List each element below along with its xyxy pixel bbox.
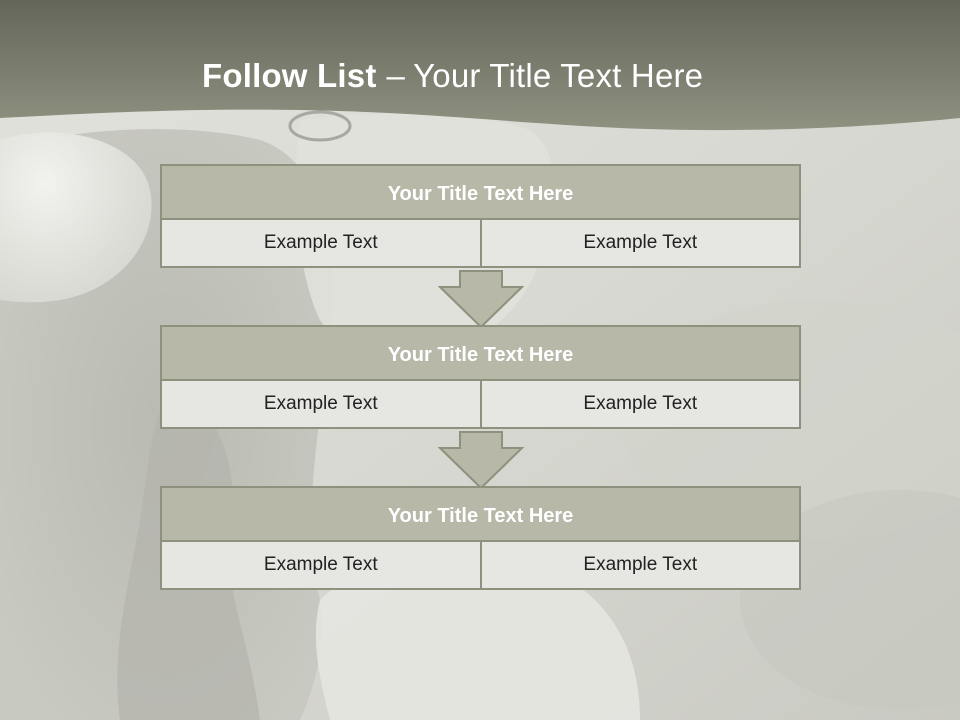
down-arrow-icon bbox=[438, 431, 524, 489]
block-cell-right[interactable]: Example Text bbox=[479, 379, 801, 429]
block-title[interactable]: Your Title Text Here bbox=[160, 164, 801, 220]
down-arrow-icon bbox=[438, 270, 524, 328]
slide-title-rest: Your Title Text Here bbox=[413, 57, 704, 94]
follow-block-3: Your Title Text Here Example Text Exampl… bbox=[160, 486, 801, 590]
header-band bbox=[0, 0, 960, 131]
slide-title-bold: Follow List bbox=[202, 57, 377, 94]
block-row: Example Text Example Text bbox=[160, 540, 801, 590]
follow-block-1: Your Title Text Here Example Text Exampl… bbox=[160, 164, 801, 268]
slide-title: Follow List–Your Title Text Here bbox=[202, 52, 703, 100]
block-cell-left[interactable]: Example Text bbox=[160, 218, 482, 268]
block-title[interactable]: Your Title Text Here bbox=[160, 486, 801, 542]
slide-title-separator: – bbox=[386, 57, 406, 94]
block-cell-right[interactable]: Example Text bbox=[479, 540, 801, 590]
block-row: Example Text Example Text bbox=[160, 379, 801, 429]
follow-block-2: Your Title Text Here Example Text Exampl… bbox=[160, 325, 801, 429]
block-cell-left[interactable]: Example Text bbox=[160, 379, 482, 429]
block-cell-right[interactable]: Example Text bbox=[479, 218, 801, 268]
block-title[interactable]: Your Title Text Here bbox=[160, 325, 801, 381]
block-cell-left[interactable]: Example Text bbox=[160, 540, 482, 590]
block-row: Example Text Example Text bbox=[160, 218, 801, 268]
